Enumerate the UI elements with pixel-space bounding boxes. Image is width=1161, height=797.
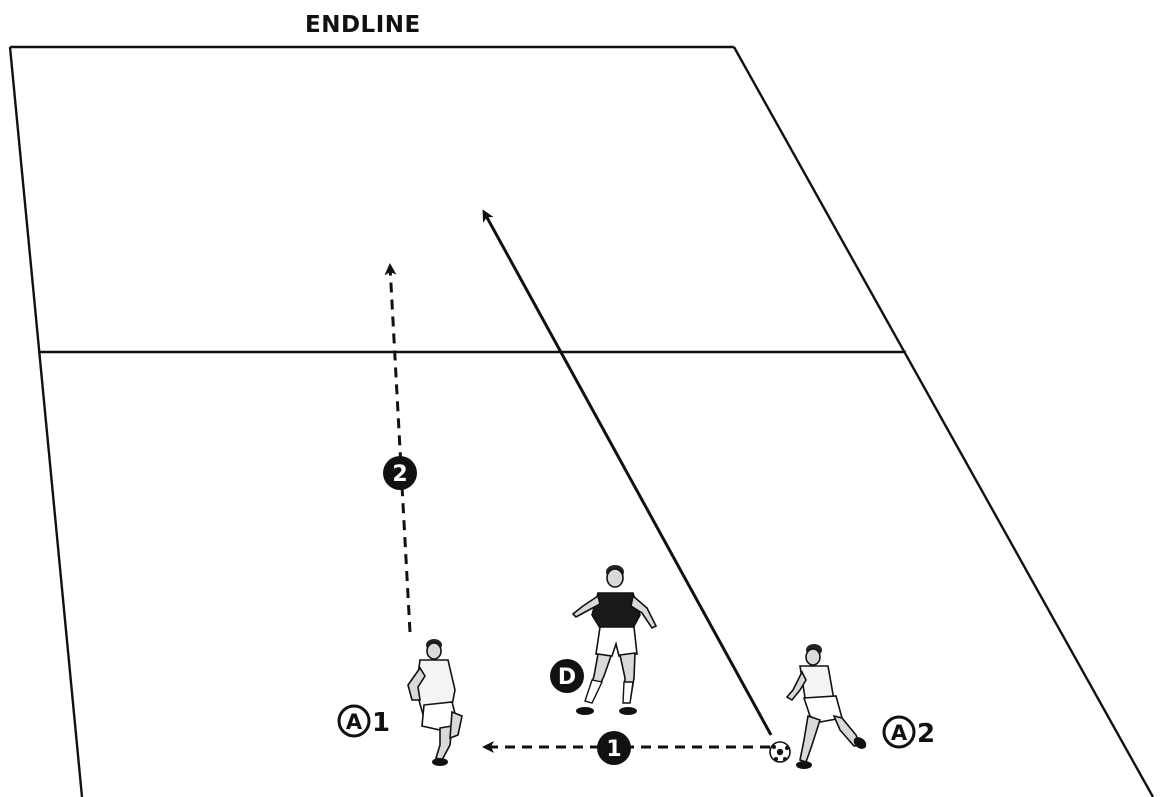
a2-number: 2 (917, 719, 935, 749)
defender-letter: D (558, 665, 576, 690)
a1-label: A 1 (337, 704, 390, 738)
step-2-marker: 2 (383, 456, 417, 490)
a2-label: A 2 (882, 715, 935, 749)
a1-run-arrow (384, 263, 412, 633)
defender-label: D (550, 659, 584, 693)
a2-player (785, 644, 867, 769)
endline-label: ENDLINE (305, 12, 421, 38)
a1-number: 1 (372, 708, 390, 738)
step-1-marker: 1 (597, 731, 631, 765)
right-sideline (732, 46, 1155, 797)
left-sideline (8, 46, 84, 797)
a2-letter: A (891, 721, 908, 745)
soccer-ball-icon (769, 741, 791, 763)
step-2-number: 2 (392, 462, 407, 487)
step-1-number: 1 (606, 737, 621, 762)
defender-player (571, 565, 658, 715)
a1-letter: A (346, 710, 363, 734)
field (8, 45, 1155, 797)
a1-player (407, 639, 463, 766)
a2-run-arrow (482, 209, 773, 736)
